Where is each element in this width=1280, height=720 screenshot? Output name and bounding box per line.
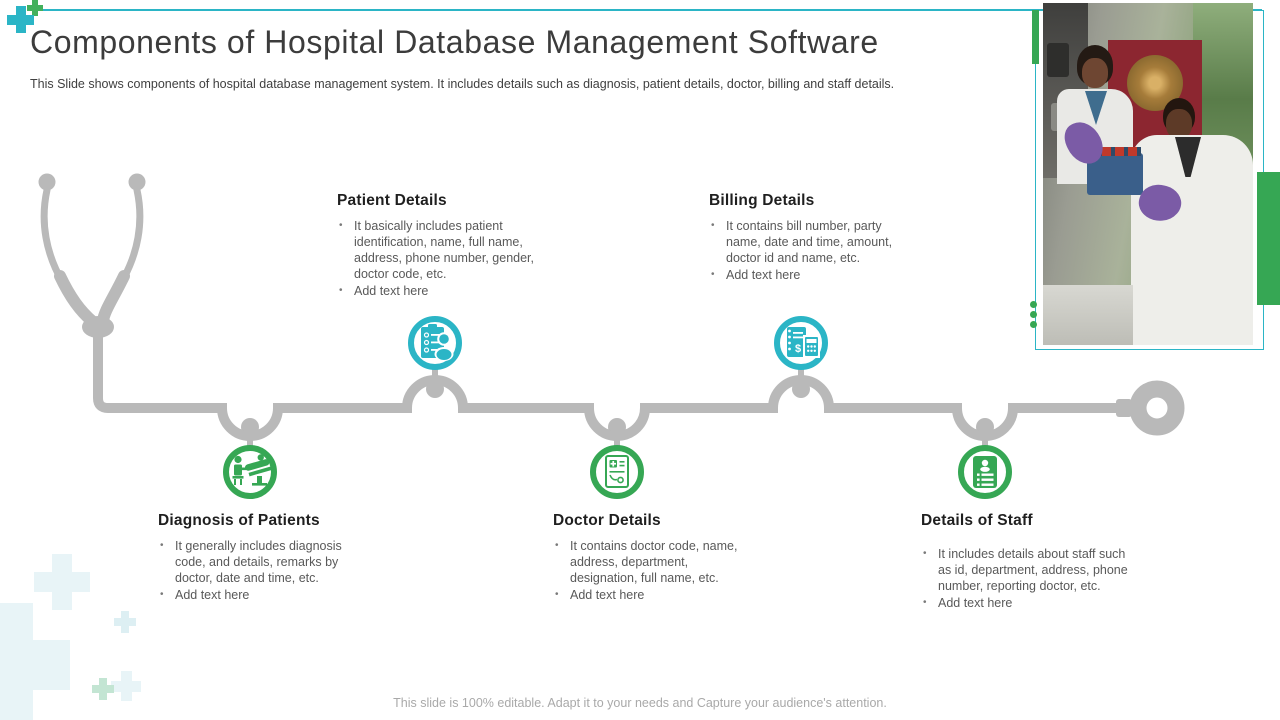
section-details-of-staff: Details of Staff • It includes details a…: [921, 512, 1131, 612]
staff-id-list-icon: [973, 456, 997, 488]
bullet-marker: •: [339, 285, 343, 296]
bullet-marker: •: [160, 540, 164, 551]
bullet-item: • It generally includes diagnosis code, …: [158, 538, 363, 586]
footer-note: This slide is 100% editable. Adapt it to…: [393, 696, 887, 710]
section-title: Billing Details: [709, 192, 815, 209]
timeline-line: [93, 334, 1124, 441]
section-title: Doctor Details: [553, 512, 661, 529]
bullet-item: • Add text here: [158, 587, 363, 603]
bullet-marker: •: [923, 548, 927, 559]
bullet-marker: •: [711, 220, 715, 231]
section-doctor-details: Doctor Details • It contains doctor code…: [553, 512, 738, 604]
bullet-text: Add text here: [175, 588, 250, 602]
bullet-text: Add text here: [938, 596, 1013, 610]
photo-tube-caps: [1089, 147, 1141, 156]
bullet-marker: •: [160, 589, 164, 600]
diagnosis-exam-icon: [232, 454, 272, 486]
bullet-text: It contains bill number, party name, dat…: [726, 219, 893, 265]
bullet-item: • It contains doctor code, name, address…: [553, 538, 738, 586]
bullet-text: Add text here: [726, 268, 801, 282]
bullet-item: • It includes details about staff such a…: [921, 546, 1131, 594]
plus-icon: [34, 554, 90, 610]
page-title: Components of Hospital Database Manageme…: [30, 24, 879, 60]
photo-counter: [1043, 285, 1133, 345]
doctor-prescription-icon: [605, 455, 629, 488]
section-title: Diagnosis of Patients: [158, 512, 320, 529]
green-dot: [1030, 311, 1037, 318]
bullet-item: • It basically includes patient identifi…: [337, 218, 555, 282]
node-ring-diagnosis: [223, 445, 277, 499]
patient-checklist-icon: [421, 324, 454, 361]
svg-text:$: $: [795, 343, 801, 355]
timeline-diagram: $: [38, 173, 1185, 499]
plus-icon: [114, 611, 136, 633]
page-subtitle: This Slide shows components of hospital …: [30, 77, 895, 91]
section-title: Details of Staff: [921, 512, 1033, 529]
billing-calculator-icon: $: [787, 327, 820, 358]
plus-icon: [27, 0, 43, 16]
section-diagnosis-of-patients: Diagnosis of Patients • It generally inc…: [158, 512, 363, 604]
bullet-marker: •: [555, 540, 559, 551]
green-accent-bar: [1032, 10, 1039, 64]
lab-photo: [1043, 3, 1253, 345]
bullet-item: • Add text here: [921, 595, 1131, 611]
green-dot: [1030, 321, 1037, 328]
bullet-marker: •: [555, 589, 559, 600]
timeline-end-collar: [1116, 399, 1132, 417]
bullet-marker: •: [339, 220, 343, 231]
section-billing-details: Billing Details • It contains bill numbe…: [709, 192, 909, 284]
bullet-text: Add text here: [570, 588, 645, 602]
bullet-text: It generally includes diagnosis code, an…: [175, 539, 342, 585]
bullet-item: • Add text here: [553, 587, 738, 603]
bullet-text: It basically includes patient identifica…: [354, 219, 534, 281]
bullet-item: • Add text here: [337, 283, 555, 299]
bullet-item: • It contains bill number, party name, d…: [709, 218, 909, 266]
photo-man-face: [1166, 109, 1192, 139]
green-accent-rect: [1257, 172, 1280, 305]
bullet-item: • Add text here: [709, 267, 909, 283]
bullet-text: Add text here: [354, 284, 429, 298]
stethoscope-icon: [38, 173, 146, 338]
bullet-text: It contains doctor code, name, address, …: [570, 539, 738, 585]
top-accent-line: [35, 9, 1262, 11]
green-dot: [1030, 301, 1037, 308]
timeline-end-ring: [1129, 380, 1185, 436]
bullet-marker: •: [923, 597, 927, 608]
bullet-text: It includes details about staff such as …: [938, 547, 1128, 593]
photo-bottle: [1047, 43, 1069, 77]
bullet-marker: •: [711, 269, 715, 280]
photo-woman-face: [1082, 58, 1108, 88]
section-title: Patient Details: [337, 192, 447, 209]
section-patient-details: Patient Details • It basically includes …: [337, 192, 555, 300]
